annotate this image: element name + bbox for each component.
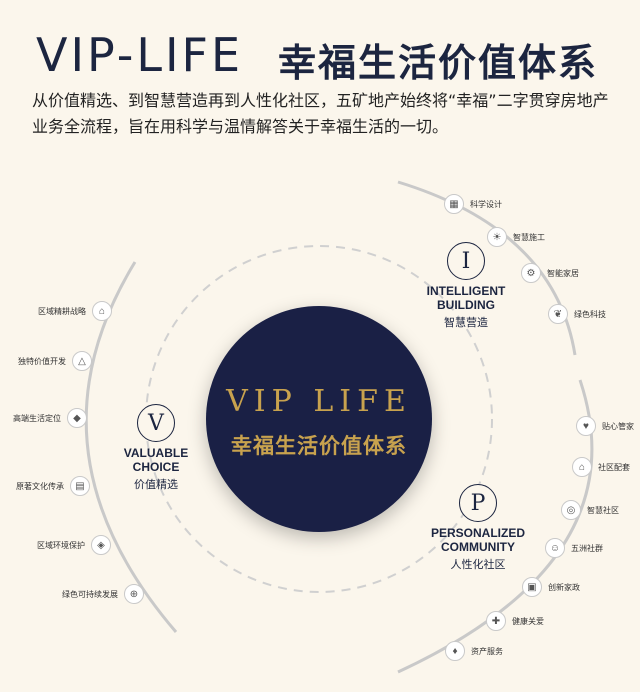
- category-intelligent-cn: 智慧营造: [444, 316, 488, 329]
- category-personalized-cn: 人性化社区: [450, 558, 506, 571]
- center-circle: VIP LIFE 幸福生活价值体系: [206, 306, 432, 532]
- item-valuable-2[interactable]: 高端生活定位 ◆: [13, 408, 87, 428]
- item-label: 绿色科技: [574, 309, 606, 319]
- heart-icon: ♥: [576, 416, 596, 436]
- tool-icon: ▣: [522, 577, 542, 597]
- item-label: 创新家政: [548, 582, 580, 592]
- people-icon: ☺: [545, 538, 565, 558]
- compass-icon: △: [72, 351, 92, 371]
- category-intelligent-en: INTELLIGENT BUILDING: [426, 284, 506, 312]
- item-personalized-4[interactable]: ▣ 创新家政: [522, 577, 580, 597]
- item-label: 资产服务: [471, 646, 503, 656]
- globe-icon: ⊕: [124, 584, 144, 604]
- item-valuable-5[interactable]: 绿色可持续发展 ⊕: [62, 584, 144, 604]
- building-icon: ⌂: [92, 301, 112, 321]
- item-label: 绿色可持续发展: [62, 589, 118, 599]
- item-label: 智能家居: [547, 268, 579, 278]
- gear-icon: ⚙: [521, 263, 541, 283]
- item-personalized-3[interactable]: ☺ 五洲社群: [545, 538, 603, 558]
- asset-icon: ♦: [445, 641, 465, 661]
- item-personalized-2[interactable]: ◎ 智慧社区: [561, 500, 619, 520]
- dashed-ring: [145, 245, 493, 593]
- item-label: 科学设计: [470, 199, 502, 209]
- item-label: 智慧施工: [513, 232, 545, 242]
- item-valuable-0[interactable]: 区域精耕战略 ⌂: [38, 301, 112, 321]
- title-cn: 幸福生活价值体系: [278, 41, 599, 85]
- item-label: 五洲社群: [571, 543, 603, 553]
- item-intelligent-3[interactable]: ❦ 绿色科技: [548, 304, 606, 324]
- item-label: 贴心管家: [602, 421, 634, 431]
- v-badge-icon: V: [137, 404, 175, 442]
- intro-text: 从价值精选、到智慧营造再到人性化社区，五矿地产始终将“幸福”二字贯穿房地产业务全…: [32, 91, 609, 136]
- item-label: 原著文化传承: [16, 481, 64, 491]
- chip-icon: ◎: [561, 500, 581, 520]
- health-icon: ✚: [486, 611, 506, 631]
- bulb-icon: ☀: [487, 227, 507, 247]
- center-subtitle: 幸福生活价值体系: [231, 434, 407, 458]
- item-valuable-4[interactable]: 区域环境保护 ◈: [37, 535, 111, 555]
- leaf-icon: ❦: [548, 304, 568, 324]
- category-valuable-en: VALUABLE CHOICE: [123, 446, 189, 474]
- item-intelligent-2[interactable]: ⚙ 智能家居: [521, 263, 579, 283]
- item-label: 独特价值开发: [18, 356, 66, 366]
- item-label: 健康关爱: [512, 616, 544, 626]
- diamond-icon: ◆: [67, 408, 87, 428]
- item-label: 区域精耕战略: [38, 306, 86, 316]
- book-icon: ▤: [70, 476, 90, 496]
- top-right-arc: [397, 180, 577, 356]
- i-badge-icon: I: [447, 242, 485, 280]
- item-valuable-1[interactable]: 独特价值开发 △: [18, 351, 92, 371]
- category-valuable[interactable]: V VALUABLE CHOICE 价值精选: [108, 404, 204, 492]
- home-icon: ⌂: [572, 457, 592, 477]
- center-logo: VIP LIFE: [226, 384, 412, 419]
- item-label: 区域环境保护: [37, 540, 85, 550]
- item-label: 社区配套: [598, 462, 630, 472]
- shield-icon: ◈: [91, 535, 111, 555]
- item-label: 智慧社区: [587, 505, 619, 515]
- category-personalized[interactable]: P PERSONALIZED COMMUNITY 人性化社区: [418, 484, 538, 572]
- category-personalized-en: PERSONALIZED COMMUNITY: [430, 526, 525, 554]
- p-badge-icon: P: [459, 484, 497, 522]
- item-personalized-1[interactable]: ⌂ 社区配套: [572, 457, 630, 477]
- item-personalized-0[interactable]: ♥ 贴心管家: [576, 416, 634, 436]
- blueprint-icon: ▦: [444, 194, 464, 214]
- item-label: 高端生活定位: [13, 413, 61, 423]
- item-valuable-3[interactable]: 原著文化传承 ▤: [16, 476, 90, 496]
- title-en: VIP-LIFE: [36, 28, 244, 82]
- item-intelligent-0[interactable]: ▦ 科学设计: [444, 194, 502, 214]
- header: VIP-LIFE 幸福生活价值体系: [0, 28, 640, 88]
- item-personalized-5[interactable]: ✚ 健康关爱: [486, 611, 544, 631]
- category-intelligent[interactable]: I INTELLIGENT BUILDING 智慧营造: [414, 242, 518, 330]
- item-intelligent-1[interactable]: ☀ 智慧施工: [487, 227, 545, 247]
- item-personalized-6[interactable]: ♦ 资产服务: [445, 641, 503, 661]
- category-valuable-cn: 价值精选: [134, 478, 178, 491]
